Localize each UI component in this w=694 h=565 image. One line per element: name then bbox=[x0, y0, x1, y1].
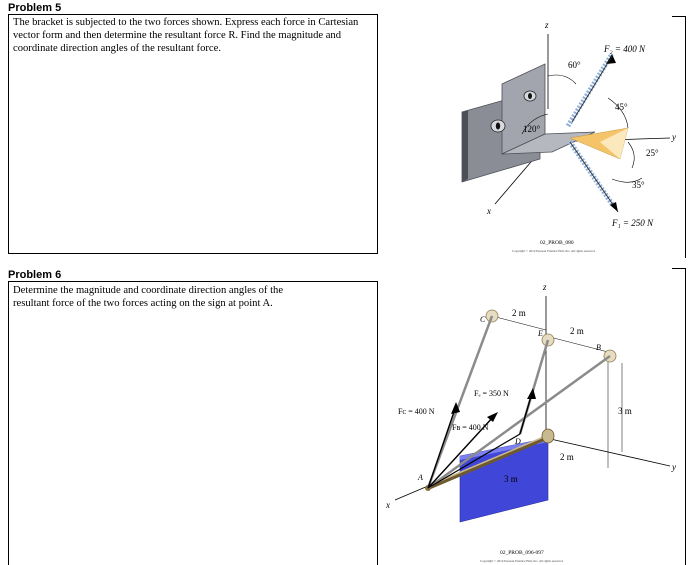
angle-25-label: 25° bbox=[646, 148, 659, 158]
x-axis-line bbox=[394, 485, 429, 501]
fe-label: Fₑ = 350 N bbox=[474, 389, 509, 398]
z-axis-label: z bbox=[544, 20, 549, 30]
problem-6-heading: Problem 6 bbox=[8, 269, 62, 281]
cable-ab bbox=[427, 354, 611, 490]
arc-60 bbox=[547, 74, 577, 85]
fb-label: Fʙ = 400 N bbox=[452, 423, 489, 432]
wall-mount-icon bbox=[541, 428, 555, 444]
problem-5-right-border bbox=[685, 16, 686, 258]
figure-6-copyright: Copyright © 2010 Pearson Prentice Hall, … bbox=[480, 558, 564, 564]
dim-3m-bottom: 3 m bbox=[504, 474, 518, 484]
spring-f2 bbox=[565, 52, 615, 128]
point-b-label: B bbox=[596, 343, 601, 352]
cable-ac bbox=[426, 315, 494, 489]
problem-5-right-border-top bbox=[672, 16, 685, 17]
arc-35 bbox=[611, 177, 643, 183]
angle-35-label: 35° bbox=[632, 180, 645, 190]
point-c-label: C bbox=[480, 315, 486, 324]
point-e-label: E bbox=[537, 329, 543, 338]
problem-6-text-line-2: resultant force of the two forces acting… bbox=[13, 298, 273, 309]
dim-2m-top: 2 m bbox=[512, 308, 526, 318]
f1-label: F₁ = 250 N bbox=[611, 218, 654, 228]
problem-6-right-border-top bbox=[672, 268, 685, 269]
point-a-label: A bbox=[417, 473, 423, 482]
problem-5-text-line-1: The bracket is subjected to the two forc… bbox=[13, 17, 359, 28]
angle-plane-light bbox=[600, 128, 628, 159]
arc-45 bbox=[607, 97, 629, 129]
fe-vector bbox=[519, 392, 533, 435]
f1-arrowhead bbox=[610, 202, 618, 212]
angle-120-label: 120° bbox=[523, 124, 541, 134]
problem-5-heading: Problem 5 bbox=[8, 2, 62, 14]
problem-5-text-line-2: vector form and then determine the resul… bbox=[13, 30, 342, 41]
figure-5-copyright: Copyright © 2010 Pearson Prentice Hall, … bbox=[512, 248, 596, 254]
rod bbox=[427, 436, 547, 490]
sign-figure: z y x 2 m 2 m 3 m C E B D A Fₑ = 350 N F… bbox=[385, 282, 676, 564]
dim-2m-right: 2 m bbox=[570, 326, 584, 336]
dim-2m-bottom: 2 m bbox=[560, 452, 574, 462]
arc-120 bbox=[521, 113, 549, 135]
figure-5-caption: 02_PROB_080 bbox=[540, 240, 574, 246]
problem-5-text-line-3: coordinate direction angles of the resul… bbox=[13, 43, 221, 54]
y-axis-label: y bbox=[671, 462, 676, 472]
x-axis-label: x bbox=[385, 500, 390, 510]
y-axis-label: y bbox=[671, 132, 676, 142]
angle-60-label: 60° bbox=[568, 60, 581, 70]
wall-plate-edge bbox=[462, 110, 468, 182]
f2-label: F₂ = 400 N bbox=[603, 44, 646, 54]
fc-label: Fᴄ = 400 N bbox=[398, 407, 435, 416]
x-axis-label: x bbox=[486, 206, 491, 216]
point-d-label: D bbox=[514, 437, 521, 446]
problem-6-right-border bbox=[685, 268, 686, 565]
dim-3m-right: 3 m bbox=[618, 406, 632, 416]
z-axis-label: z bbox=[542, 282, 547, 292]
problem-6-text-box bbox=[8, 281, 378, 565]
fr-vector bbox=[427, 415, 495, 489]
problem-6-text-line-1: Determine the magnitude and coordinate d… bbox=[13, 285, 284, 296]
arc-25 bbox=[627, 141, 635, 169]
fc-vector bbox=[427, 405, 457, 489]
figure-6-caption: 02_PROB_096-097 bbox=[500, 550, 544, 556]
angle-45-label: 45° bbox=[615, 102, 628, 112]
bracket-figure: z y x 60° 120° 45° 25° 35° F₂ = 400 N F₁… bbox=[461, 20, 676, 254]
problem-5-text-box bbox=[8, 14, 378, 254]
